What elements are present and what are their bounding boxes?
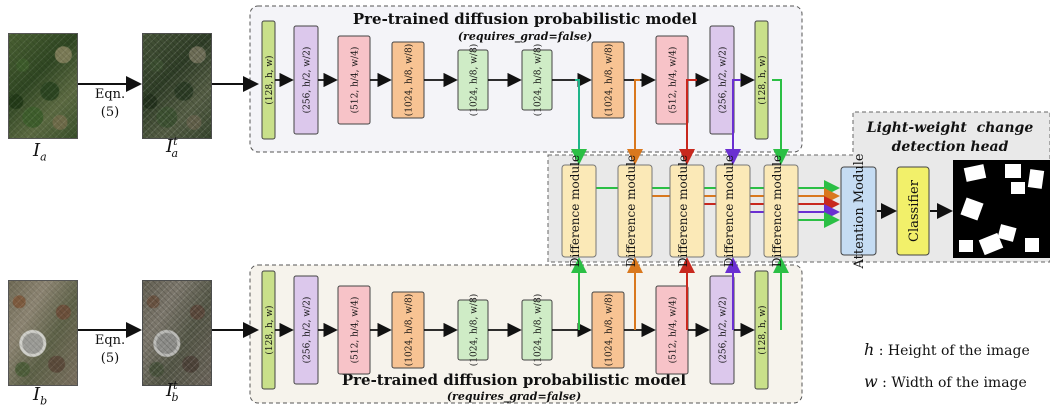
bottom-block-label-0: (128, h, w) — [264, 305, 275, 354]
difference-module-2 — [669, 164, 705, 258]
top-branch-title: Pre-trained diffusion probabilistic mode… — [353, 10, 698, 28]
head-title-line2: detection head — [892, 139, 1009, 155]
top-block-label-2: (512, h/4, w/4) — [350, 47, 361, 114]
top-block-9 — [754, 20, 769, 140]
bottom-block-label-3: (1024, h/8, w/8) — [404, 294, 415, 366]
bottom-block-label-1: (256, h/2, w/2) — [302, 297, 313, 364]
top-block-label-6: (1024, h/8, w/8) — [604, 44, 615, 116]
top-branch-subtitle: (requires_grad=false) — [458, 30, 592, 44]
difference-modules: Difference module Difference module Differ… — [561, 155, 799, 267]
top-connector-2 — [679, 79, 697, 165]
bottom-branch-title: Pre-trained diffusion probabilistic mode… — [342, 371, 687, 389]
bottom-block-label-2: (512, h/4, w/4) — [350, 297, 361, 364]
top-block-label-1: (256, h/2, w/2) — [302, 47, 313, 114]
legend-height: h : Height of the image — [864, 340, 1030, 359]
top-block-label-8: (256, h/2, w/2) — [718, 47, 729, 114]
difference-module-4 — [763, 164, 799, 258]
label-image-a: Ia — [33, 140, 47, 164]
top-connector-3 — [725, 79, 741, 165]
label-image-b: Ib — [33, 384, 48, 408]
image-b-noised — [142, 280, 212, 386]
difference-module-label-4: Difference module — [770, 155, 784, 267]
legend-width: w : Width of the image — [864, 372, 1027, 391]
top-block-label-3: (1024, h/8, w/8) — [404, 44, 415, 116]
image-b — [8, 280, 78, 386]
top-block-label-7: (512, h/4, w/4) — [668, 47, 679, 114]
difference-module-label-1: Difference module — [624, 155, 638, 267]
bottom-block-label-6: (1024, h/8, w/8) — [604, 294, 615, 366]
attention-module-label: Attention Module — [852, 153, 867, 269]
top-connector-0 — [571, 79, 587, 165]
top-connector-1 — [627, 79, 643, 165]
bottom-block-label-4: (1024, h/8, w/8) — [469, 294, 480, 366]
top-block-label-4: (1024, h/8, w/8) — [469, 44, 480, 116]
bottom-encoder-decoder: (128, h, w) (256, h/2, w/2) (512, h/4, w/4… — [261, 270, 769, 390]
attention-module — [840, 166, 877, 256]
bottom-branch-subtitle: (requires_grad=false) — [447, 390, 581, 404]
difference-module-label-0: Difference module — [568, 155, 582, 267]
top-eqn-label: Eqn.(5) — [94, 87, 126, 120]
label-image-a-noised: Ita — [166, 135, 179, 160]
difference-module-0 — [561, 164, 597, 258]
top-block-label-9: (128, h, w) — [757, 55, 768, 104]
difference-module-3 — [715, 164, 751, 258]
bottom-block-label-5: (1024, h/8, w/8) — [533, 294, 544, 366]
bottom-block-9 — [754, 270, 769, 390]
bottom-eqn-label: Eqn.(5) — [94, 333, 126, 366]
image-a — [8, 33, 78, 139]
head-title-line1: Light-weight change — [866, 120, 1034, 136]
top-block-label-5: (1024, h/8, w/8) — [533, 44, 544, 116]
change-map-output — [953, 160, 1050, 258]
classifier-label: Classifier — [907, 179, 922, 242]
classifier-block — [896, 166, 930, 256]
top-connector-4 — [772, 79, 789, 165]
bottom-block-label-8: (256, h/2, w/2) — [718, 297, 729, 364]
top-block-label-0: (128, h, w) — [264, 55, 275, 104]
difference-module-1 — [617, 164, 653, 258]
top-encoder-decoder: (128, h, w) (256, h/2, w/2) (512, h/4, w/4… — [261, 20, 769, 140]
bottom-block-label-7: (512, h/4, w/4) — [668, 297, 679, 364]
label-image-b-noised: Itb — [166, 379, 179, 404]
difference-module-label-2: Difference module — [676, 155, 690, 267]
difference-module-label-3: Difference module — [722, 155, 736, 267]
image-a-noised — [142, 33, 212, 139]
bottom-block-label-9: (128, h, w) — [757, 305, 768, 354]
